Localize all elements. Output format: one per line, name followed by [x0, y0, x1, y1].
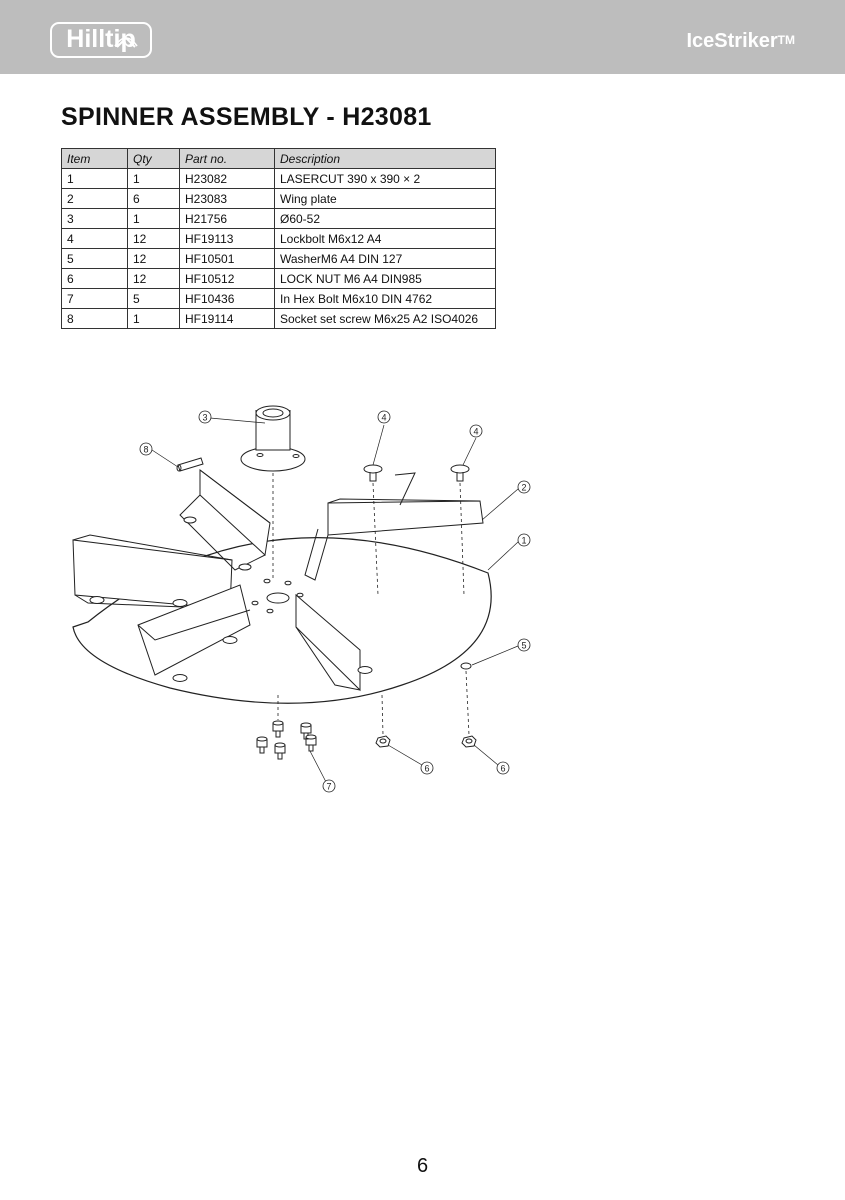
hex-bolt: [274, 742, 286, 760]
cell-qty: 5: [127, 288, 180, 309]
bolt-hole: [251, 600, 259, 606]
cell-part-no: HF10436: [179, 288, 275, 309]
hex-bolt: [256, 736, 268, 754]
bolt-hole: [266, 608, 274, 614]
callout-8: 8: [139, 442, 153, 456]
cell-description: In Hex Bolt M6x10 DIN 4762: [274, 288, 496, 309]
trademark: TM: [777, 33, 795, 47]
cell-qty: 1: [127, 208, 180, 229]
svg-text:4: 4: [381, 413, 386, 423]
svg-text:6: 6: [424, 764, 429, 774]
page-header: Hilltip IceStrikerTM: [0, 0, 845, 74]
cell-qty: 12: [127, 248, 180, 269]
bolt-hole: [284, 580, 292, 586]
table-header-row: Item Qty Part no. Description: [61, 148, 496, 169]
leader-lines: [151, 417, 519, 783]
cell-item: 7: [61, 288, 128, 309]
svg-text:1: 1: [521, 536, 526, 546]
wing-plate: [304, 472, 484, 581]
cell-part-no: H21756: [179, 208, 275, 229]
col-header-item: Item: [61, 148, 128, 169]
product-name: IceStrikerTM: [686, 30, 796, 52]
cell-part-no: HF10501: [179, 248, 275, 269]
wing-plate: [72, 534, 233, 610]
assembly-axis-lines: [272, 473, 470, 736]
cell-description: Lockbolt M6x12 A4: [274, 228, 496, 249]
hex-bolt: [305, 734, 317, 752]
lock-nut: [375, 735, 391, 748]
cell-description: Socket set screw M6x25 A2 ISO4026: [274, 308, 496, 329]
cell-description: Wing plate: [274, 188, 496, 209]
svg-text:6: 6: [500, 764, 505, 774]
page-title: SPINNER ASSEMBLY - H23081: [61, 103, 432, 131]
callout-7: 7: [322, 779, 336, 793]
svg-text:7: 7: [326, 782, 331, 792]
col-header-part-no: Part no.: [179, 148, 275, 169]
bolt-hole: [263, 578, 271, 584]
callout-6: 6: [420, 761, 434, 775]
svg-text:8: 8: [143, 445, 148, 455]
callout-2: 2: [517, 480, 531, 494]
hub: [240, 405, 306, 472]
wing-plate: [137, 584, 251, 682]
callout-4: 4: [469, 424, 483, 438]
cell-description: WasherM6 A4 DIN 127: [274, 248, 496, 269]
brand-logo: Hilltip: [50, 22, 152, 58]
svg-text:3: 3: [202, 413, 207, 423]
cell-part-no: HF10512: [179, 268, 275, 289]
bolt-hole: [296, 592, 304, 598]
lockbolt: [450, 464, 470, 482]
cell-description: LASERCUT 390 x 390 × 2: [274, 168, 496, 189]
cell-item: 6: [61, 268, 128, 289]
svg-text:2: 2: [521, 483, 526, 493]
cell-part-no: H23083: [179, 188, 275, 209]
svg-text:4: 4: [473, 427, 478, 437]
page-number: 6: [416, 1155, 429, 1177]
cell-item: 8: [61, 308, 128, 329]
lockbolt: [363, 464, 383, 482]
brand-name: Hilltip: [66, 25, 136, 53]
cell-part-no: HF19113: [179, 228, 275, 249]
wing-plate: [295, 593, 373, 692]
lock-nut: [461, 735, 477, 748]
cell-part-no: H23082: [179, 168, 275, 189]
wing-plate: [179, 468, 271, 571]
col-header-qty: Qty: [127, 148, 180, 169]
cell-description: LOCK NUT M6 A4 DIN985: [274, 268, 496, 289]
cell-qty: 1: [127, 168, 180, 189]
cell-item: 2: [61, 188, 128, 209]
cell-item: 5: [61, 248, 128, 269]
washer: [460, 662, 472, 670]
center-hole: [266, 592, 290, 604]
cell-item: 1: [61, 168, 128, 189]
cell-qty: 12: [127, 268, 180, 289]
callout-3: 3: [198, 410, 212, 424]
cell-item: 4: [61, 228, 128, 249]
svg-text:5: 5: [521, 641, 526, 651]
col-header-description: Description: [274, 148, 496, 169]
spinner-assembly-drawing: 3 8 4 4 2 1 5 6 6 7: [72, 405, 531, 793]
hex-bolt: [272, 720, 284, 738]
cell-qty: 6: [127, 188, 180, 209]
cell-qty: 12: [127, 228, 180, 249]
callout-1: 1: [517, 533, 531, 547]
callout-4: 4: [377, 410, 391, 424]
cell-part-no: HF19114: [179, 308, 275, 329]
callout-6: 6: [496, 761, 510, 775]
cell-description: Ø60-52: [274, 208, 496, 229]
cell-qty: 1: [127, 308, 180, 329]
set-screw: [176, 457, 204, 472]
cell-item: 3: [61, 208, 128, 229]
logo-arch-icon: [114, 36, 138, 48]
callout-5: 5: [517, 638, 531, 652]
